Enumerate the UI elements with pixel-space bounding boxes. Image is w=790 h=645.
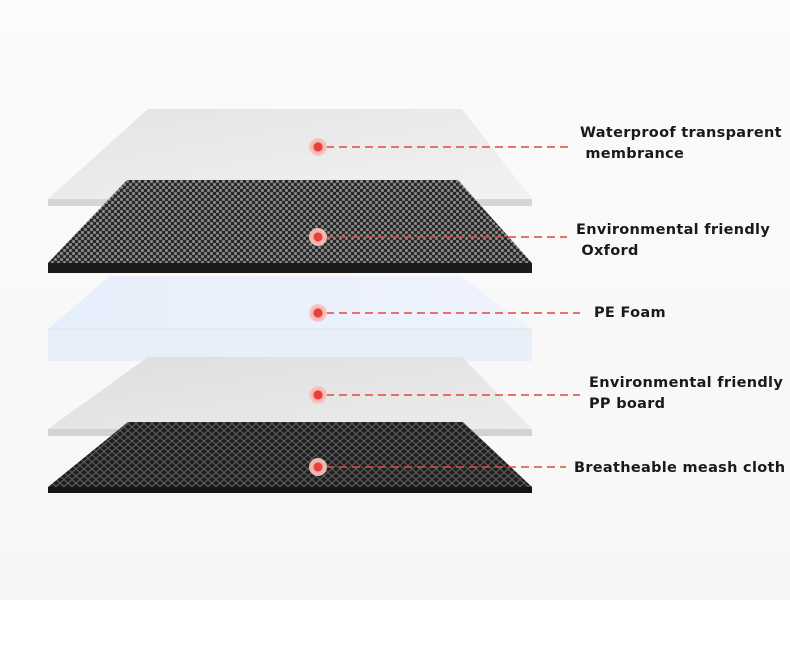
label-waterproof-membrane: Waterproof transparent membrance xyxy=(580,123,782,165)
marker-dot-membrane xyxy=(309,138,327,156)
label-line: membrance xyxy=(580,144,782,165)
pe-foam-layer xyxy=(48,276,532,361)
marker-dot-oxford xyxy=(309,228,327,246)
label-line: Waterproof transparent xyxy=(580,123,782,144)
mesh-layer xyxy=(48,422,532,493)
marker-dot-pp-board xyxy=(309,386,327,404)
label-pp-board: Environmental friendly PP board xyxy=(589,373,783,415)
marker-dot-mesh xyxy=(309,458,327,476)
label-line: Oxford xyxy=(576,241,770,262)
marker-dot-foam xyxy=(309,304,327,322)
label-pe-foam: PE Foam xyxy=(594,303,666,324)
label-line: PE Foam xyxy=(594,303,666,324)
label-oxford: Environmental friendly Oxford xyxy=(576,220,770,262)
label-line: PP board xyxy=(589,394,783,415)
oxford-layer xyxy=(48,180,532,273)
label-line: Breatheable meash cloth xyxy=(574,458,785,479)
label-mesh-cloth: Breatheable meash cloth xyxy=(574,458,785,479)
label-line: Environmental friendly xyxy=(589,373,783,394)
label-line: Environmental friendly xyxy=(576,220,770,241)
